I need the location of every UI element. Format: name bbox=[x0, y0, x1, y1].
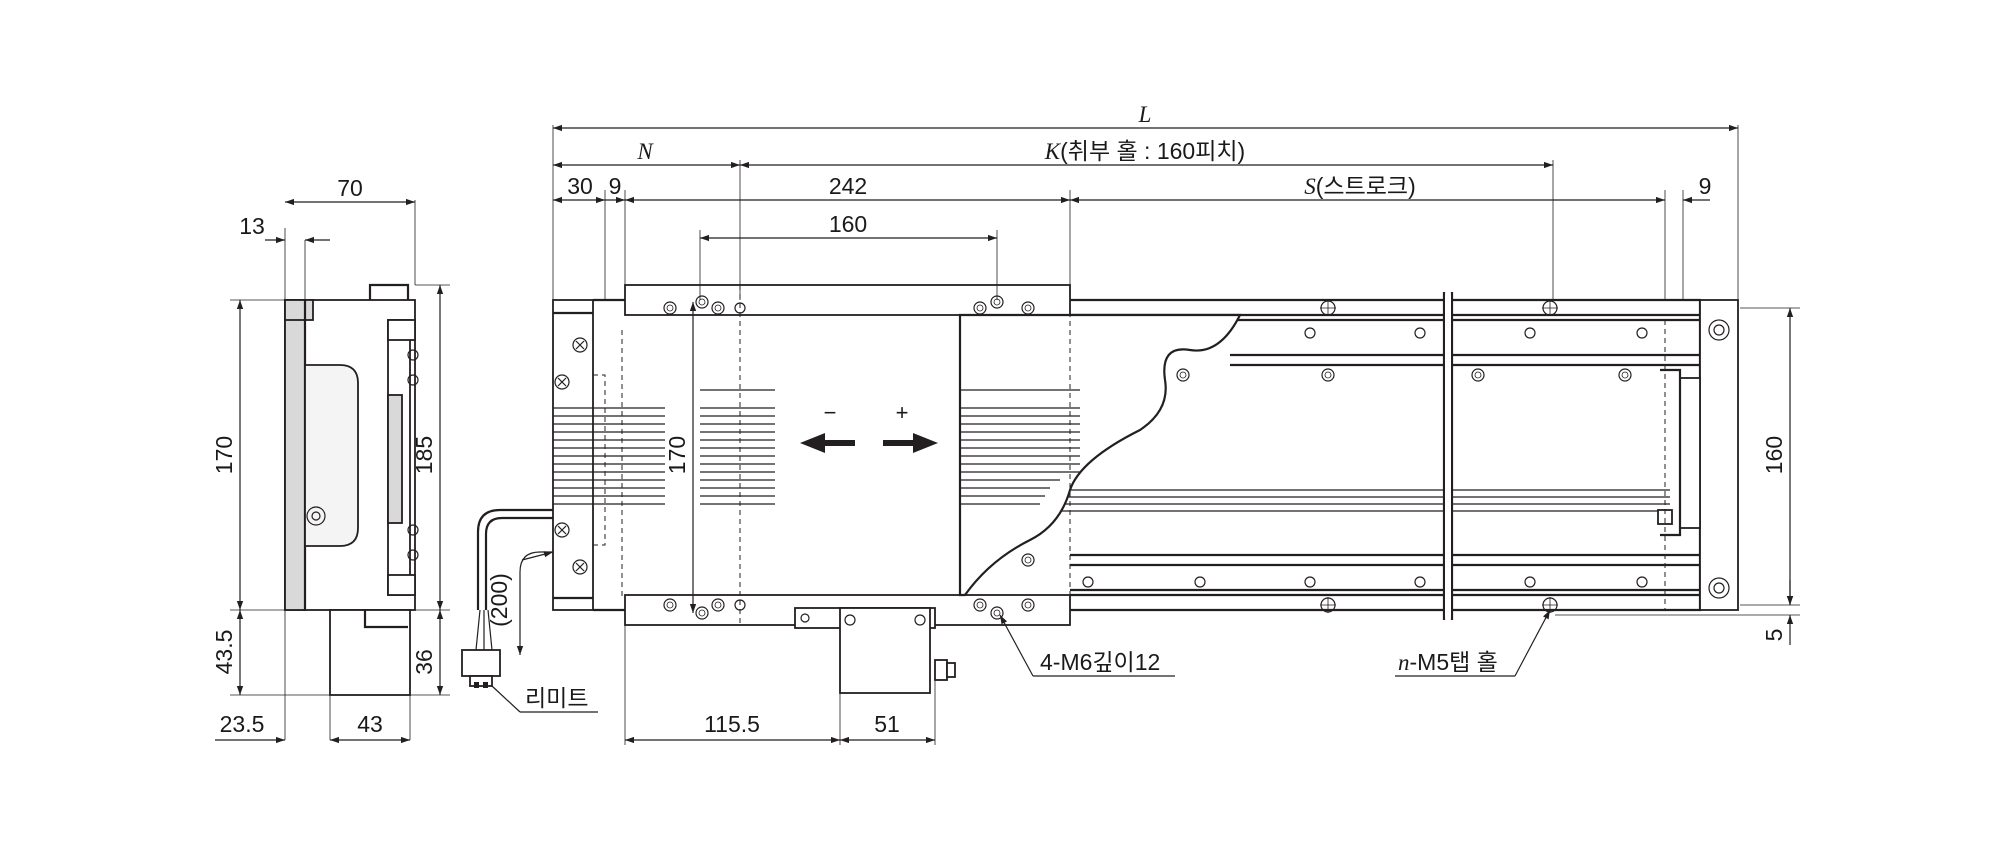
body-screws bbox=[1082, 300, 1648, 613]
side-view: 70 13 170 185 43.5 36 23.5 43 bbox=[211, 175, 450, 744]
front-view: − + bbox=[552, 284, 1739, 694]
dim-side-70: 70 bbox=[337, 175, 363, 201]
dim-side-23-5: 23.5 bbox=[220, 711, 265, 737]
dim-side-185: 185 bbox=[411, 436, 437, 474]
dim-side-43: 43 bbox=[357, 711, 383, 737]
dim-200: (200) bbox=[486, 573, 512, 627]
dim-side-43-5: 43.5 bbox=[211, 630, 237, 675]
arrow-left-icon bbox=[800, 433, 855, 453]
dim-5: 5 bbox=[1761, 629, 1787, 642]
plus-symbol: + bbox=[896, 400, 909, 425]
dim-160-right: 160 bbox=[1761, 436, 1787, 474]
callout-tap-holes: n-M5탭 홀 bbox=[1398, 649, 1498, 675]
dim-side-170: 170 bbox=[211, 436, 237, 474]
dim-K: K(취부 홀 : 160피치) bbox=[1044, 138, 1245, 164]
slider-ribs bbox=[553, 389, 1080, 505]
callout-mount-holes: 4-M6깊이12 bbox=[1040, 649, 1160, 675]
dim-9-left: 9 bbox=[609, 173, 622, 199]
minus-symbol: − bbox=[824, 400, 837, 425]
dim-242: 242 bbox=[829, 173, 867, 199]
dim-side-13: 13 bbox=[239, 213, 265, 239]
dim-51: 51 bbox=[874, 711, 900, 737]
dim-160-top: 160 bbox=[829, 211, 867, 237]
dim-30: 30 bbox=[567, 173, 593, 199]
dim-side-36: 36 bbox=[411, 649, 437, 675]
dim-N: N bbox=[636, 139, 654, 164]
table-screws bbox=[663, 295, 1035, 620]
dim-L: L bbox=[1138, 102, 1152, 127]
callout-limit: 리미트 bbox=[525, 685, 588, 711]
callout-tap-text: -M5탭 홀 bbox=[1410, 649, 1498, 675]
front-dimensions: L N K(취부 홀 : 160피치) 30 9 242 S(스트로크) 9 1… bbox=[552, 102, 1800, 745]
dim-115-5: 115.5 bbox=[704, 711, 760, 737]
dim-170-mid: 170 bbox=[664, 436, 690, 474]
dim-S-text: (스트로크) bbox=[1316, 173, 1416, 199]
dim-9-right: 9 bbox=[1699, 173, 1712, 199]
dim-K-text: (취부 홀 : 160피치) bbox=[1060, 138, 1245, 164]
dim-S: S(스트로크) bbox=[1304, 173, 1415, 199]
dim-K-letter: K bbox=[1044, 139, 1062, 164]
dim-S-letter: S bbox=[1304, 174, 1316, 199]
arrow-right-icon bbox=[883, 433, 938, 453]
limit-cable: 리미트 (200) bbox=[461, 508, 598, 713]
callout-tap-n: n bbox=[1398, 650, 1410, 675]
